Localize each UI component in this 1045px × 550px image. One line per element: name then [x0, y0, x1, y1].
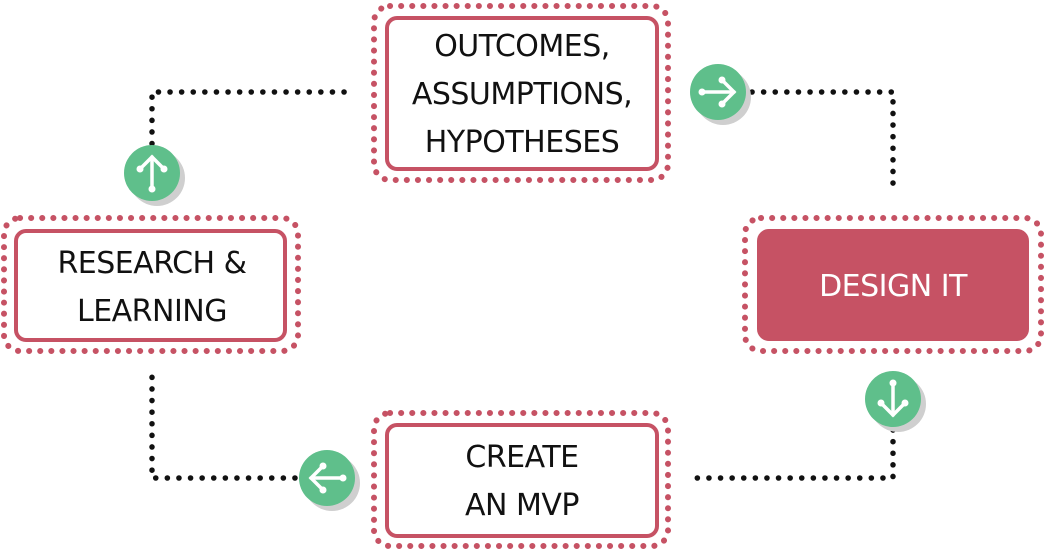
step-outcomes: OUTCOMES, ASSUMPTIONS, HYPOTHESES: [371, 3, 671, 183]
connector-mvp-to-research: [149, 374, 298, 481]
step-design-line-1: DESIGN IT: [819, 269, 968, 304]
step-research: RESEARCH & LEARNING: [1, 215, 301, 354]
step-research-line-1: RESEARCH &: [57, 246, 246, 281]
arrow-right-icon: [690, 64, 751, 125]
connector-outcomes-to-design: [749, 89, 896, 196]
connector-design-to-mvp: [694, 427, 896, 481]
step-design: DESIGN IT: [742, 215, 1044, 354]
step-mvp-line-1: CREATE: [465, 440, 578, 475]
step-mvp-line-2: AN MVP: [465, 488, 579, 523]
step-mvp: CREATE AN MVP: [371, 410, 671, 549]
arrow-left-icon: [299, 450, 360, 511]
step-outcomes-line-2: ASSUMPTIONS,: [412, 77, 632, 112]
step-outcomes-line-3: HYPOTHESES: [425, 125, 619, 160]
step-outcomes-line-1: OUTCOMES,: [434, 29, 610, 64]
arrow-down-icon: [865, 371, 926, 432]
arrow-up-icon: [124, 145, 185, 206]
step-research-line-2: LEARNING: [77, 294, 227, 329]
